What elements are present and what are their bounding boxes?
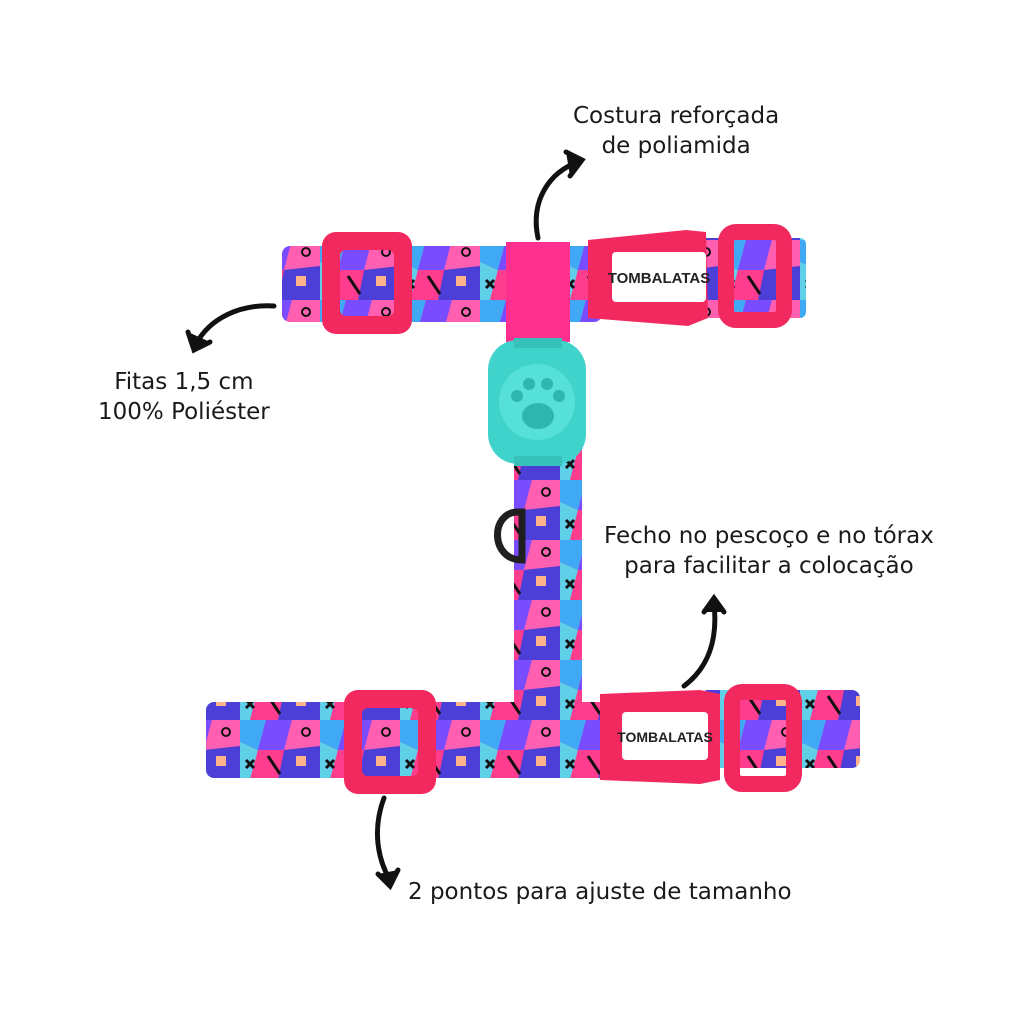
callout-fitas-line1: Fitas 1,5 cm [114,369,254,395]
bottom-left-slider [344,690,436,794]
callout-fecho-line2: para facilitar a colocação [624,552,914,579]
top-left-slider [322,232,412,334]
callout-costura-line2: de poliamida [601,132,751,159]
arrow-fecho [681,601,718,689]
paw-connector [488,338,586,466]
callout-costura-line1: Costura reforçada [573,103,780,129]
callout-pontos: 2 pontos para ajuste de tamanho [408,878,792,908]
callout-pontos-line1: 2 pontos para ajuste de tamanho [408,879,792,905]
brand-tag-bottom: TOMBALATAS [617,729,713,745]
bottom-right-buckle [600,684,802,792]
callout-fecho: Fecho no pescoço e no tórax para facilit… [604,522,934,582]
arrow-fitas [193,303,277,347]
bottom-strap [206,690,860,778]
callout-costura: Costura reforçada de poliamida [573,102,779,162]
d-ring [494,508,526,564]
callout-fecho-line1: Fecho no pescoço e no tórax [604,523,934,549]
annotation-arrows [185,149,727,891]
top-right-buckle [588,224,792,328]
arrow-pontos [374,795,393,883]
callout-fitas: Fitas 1,5 cm 100% Poliéster [98,368,270,428]
brand-tag-top: TOMBALATAS [608,270,711,287]
callout-fitas-line2: 100% Poliéster [98,398,270,425]
